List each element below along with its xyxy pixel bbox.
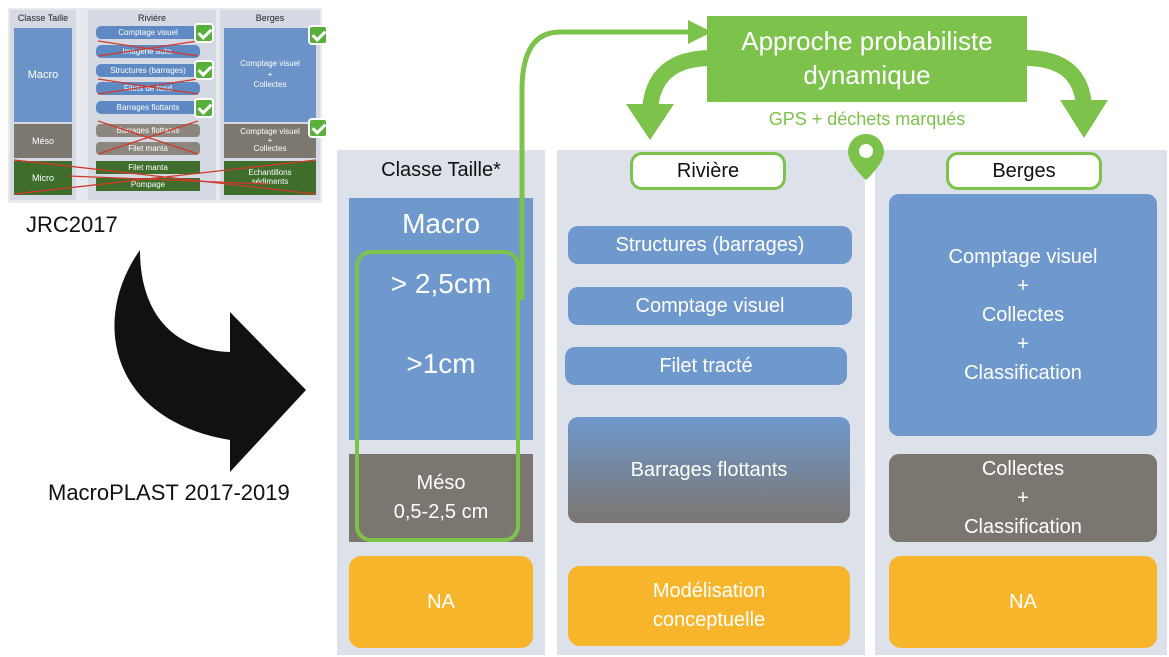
thumb-header-size: Classe Taille (17, 13, 69, 23)
thumb-berges-meso: Comptage visuel + Collectes (224, 124, 316, 158)
berges-macro-box: Comptage visuel + Collectes + Classifica… (889, 194, 1157, 436)
thumb-riviere-item: Barrages flottants (96, 124, 200, 137)
curved-arrow-icon (114, 250, 306, 472)
macro-size-2: >1cm (406, 348, 476, 379)
location-pin-icon (848, 134, 884, 180)
macro-box: Macro > 2,5cm >1cm (349, 198, 533, 440)
thumb-riviere-item: Barrages flottants (96, 101, 200, 114)
thumb-macro: Macro (14, 28, 72, 122)
riviere-item-filet: Filet tracté (565, 347, 847, 385)
macro-size-1: > 2,5cm (390, 268, 492, 299)
thumb-cross-marks (13, 40, 317, 195)
thumb-berges-micro: Echantillons sédiments (224, 161, 316, 195)
berges-na-box: NA (889, 556, 1157, 648)
jrc2017-label: JRC2017 (26, 212, 118, 237)
thumb-riviere-item: Filet manta (96, 142, 200, 155)
check-icon (194, 98, 214, 118)
approach-subtitle: GPS + déchets marqués (768, 108, 966, 129)
thumb-meso: Méso (14, 124, 72, 158)
thumb-berges-macro: Comptage visuel + Collectes (224, 28, 316, 122)
macro-title: Macro (402, 208, 480, 239)
riviere-item-comptage: Comptage visuel (568, 287, 852, 325)
approach-box: Approche probabiliste dynamique (707, 16, 1027, 102)
jrc2017-thumbnail: Classe Taille Rivière Berges Macro Méso … (8, 8, 328, 203)
thumb-riviere-item: Filet manta (96, 161, 200, 174)
check-icon (308, 118, 328, 138)
check-icon (308, 25, 328, 45)
riviere-header: Rivière (630, 152, 786, 190)
riviere-item-structures: Structures (barrages) (568, 226, 852, 264)
berges-meso-box: Collectes + Classification (889, 454, 1157, 542)
classe-taille-header: Classe Taille* (381, 158, 501, 181)
thumb-micro: Micro (14, 161, 72, 195)
classe-na-box: NA (349, 556, 533, 648)
check-icon (194, 60, 214, 80)
meso-box: Méso 0,5-2,5 cm (349, 454, 533, 542)
thumb-header-berges: Berges (255, 13, 285, 23)
riviere-model-box: Modélisation conceptuelle (568, 566, 850, 646)
check-icon (194, 23, 214, 43)
riviere-floating-barrages: Barrages flottants (568, 417, 850, 523)
size-highlight-frame (355, 250, 520, 542)
thumb-riviere-item: Structures (barrages) (96, 64, 200, 77)
macroplast-label: MacroPLAST 2017-2019 (48, 480, 290, 505)
thumb-header-riviere: Rivière (137, 13, 166, 23)
berges-header: Berges (946, 152, 1102, 190)
thumb-riviere-item: Imagerie auto. (96, 45, 200, 58)
thumb-riviere-item: Comptage visuel (96, 26, 200, 39)
thumb-riviere-item: Filets de fond (96, 82, 200, 95)
